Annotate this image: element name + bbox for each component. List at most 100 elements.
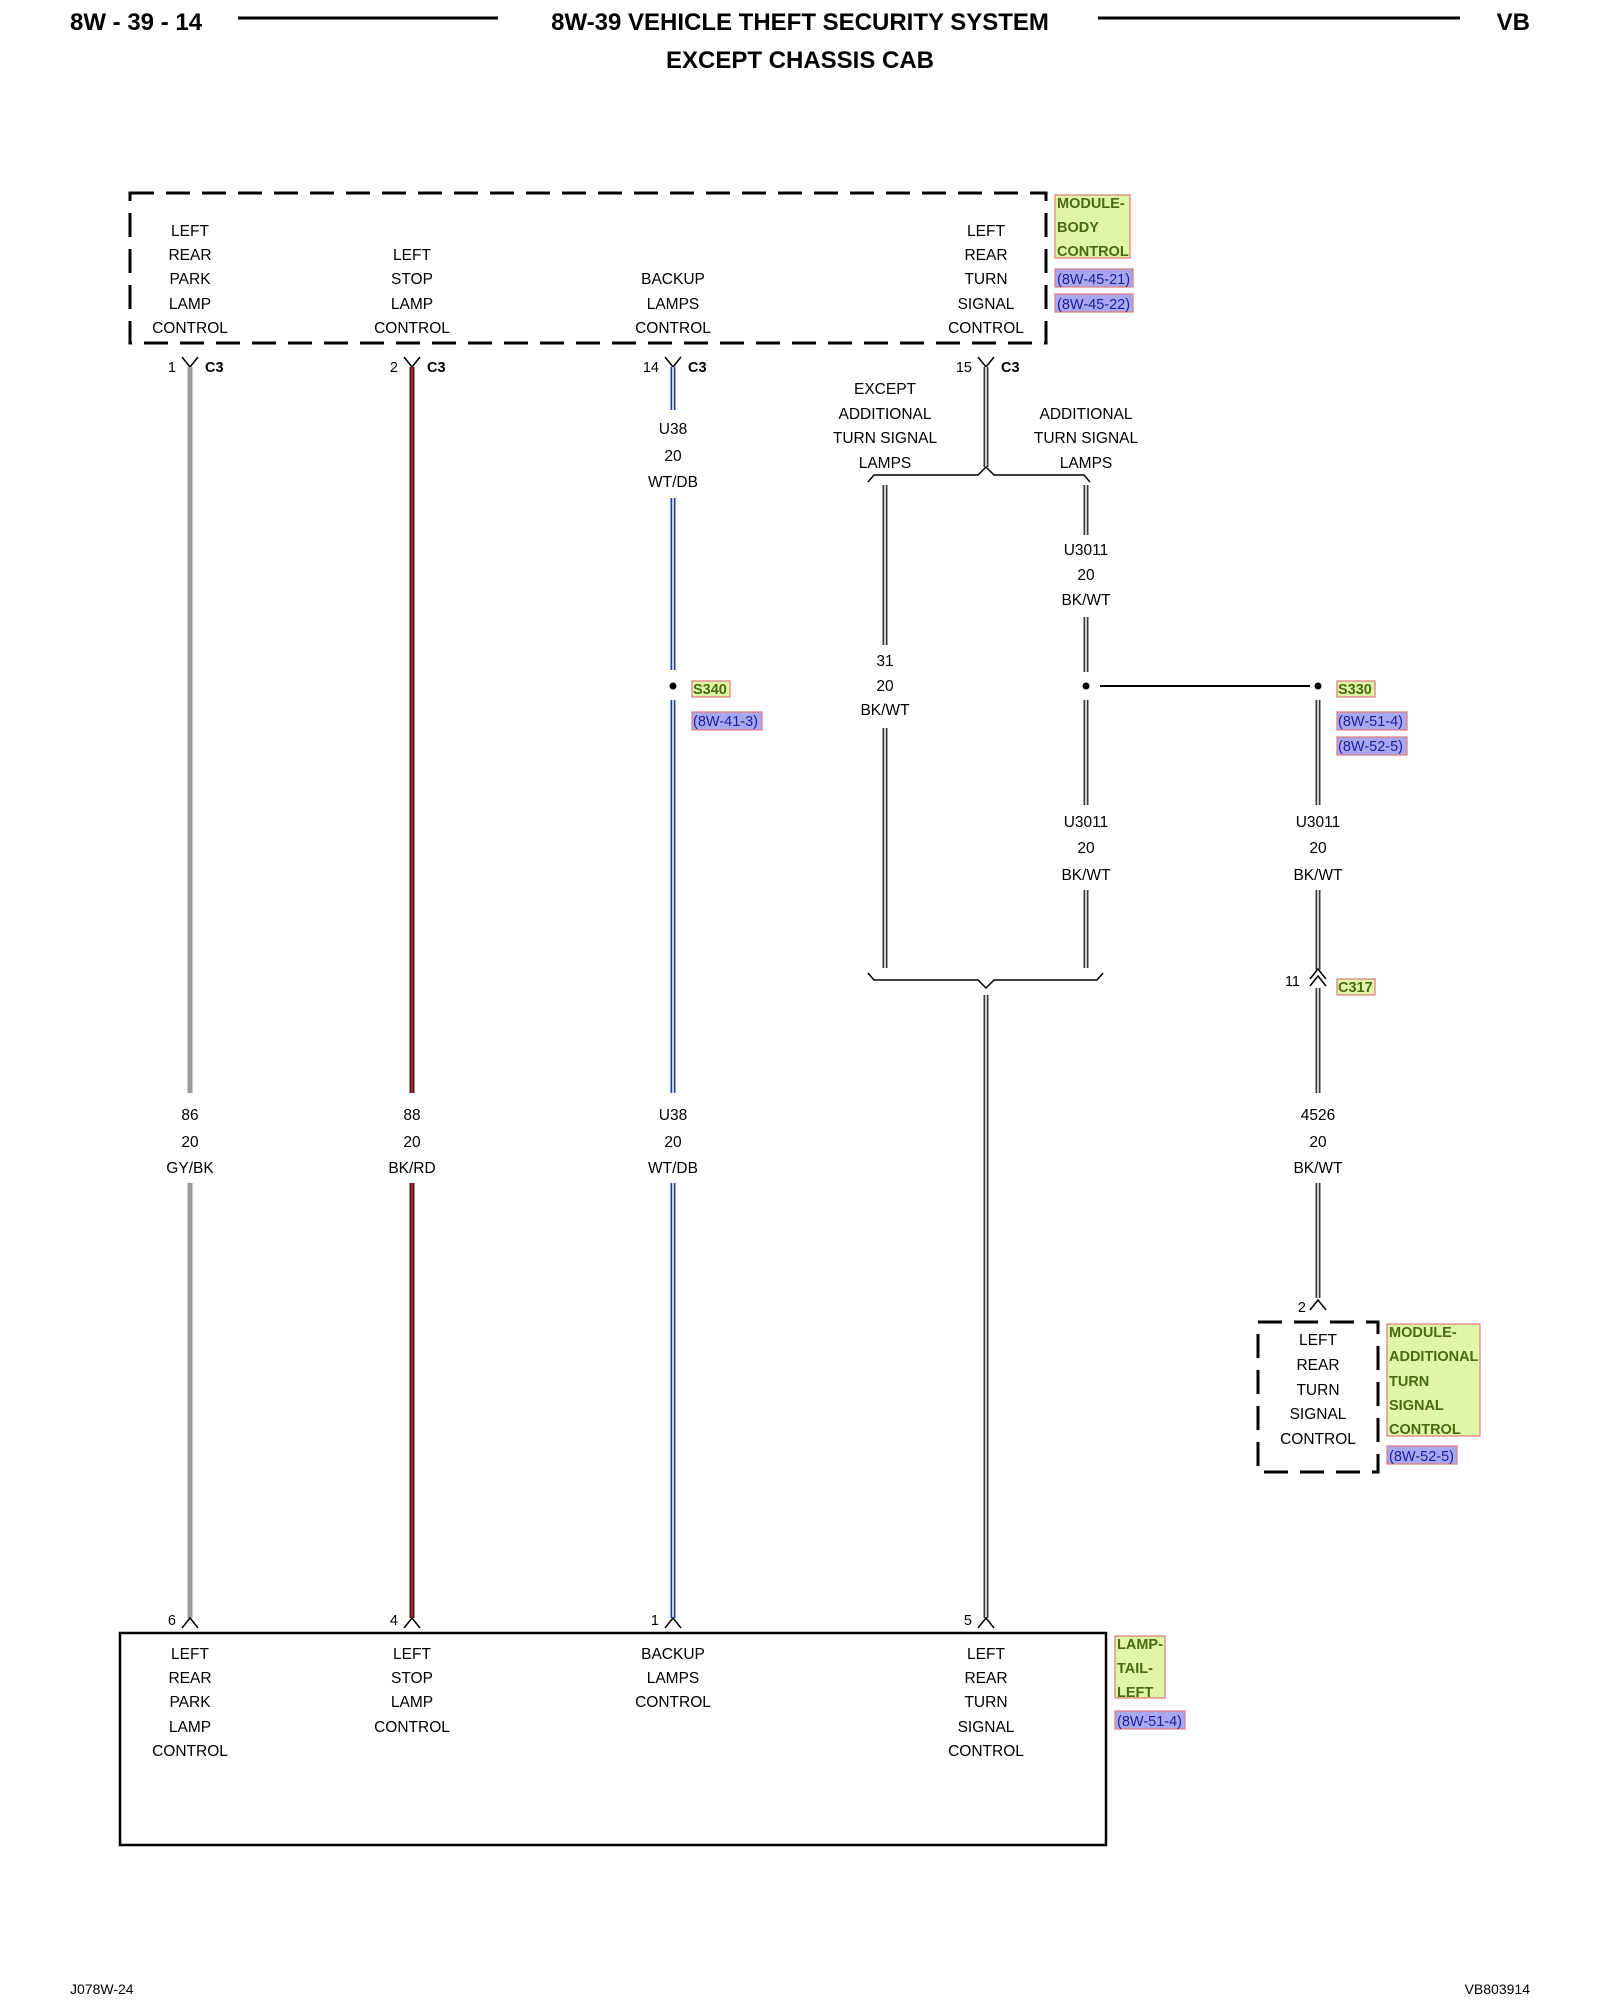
connector-c317-terminal xyxy=(1309,967,1327,980)
wire-gauge: 20 xyxy=(664,448,682,465)
bcm-connector-c3: 1 C3 2 C3 14 C3 15 C3 xyxy=(168,356,1020,376)
wire-86-gy-bk: 86 20 GY/BK xyxy=(166,367,214,1618)
pin-number: 2 xyxy=(1298,1300,1306,1316)
lamp-text: SIGNAL xyxy=(958,1719,1015,1736)
pin-number: 14 xyxy=(643,360,659,376)
lamp-text: LEFT xyxy=(393,1646,431,1663)
module-tag-text: ADDITIONAL xyxy=(1389,1349,1479,1365)
lamp-function-turn: LEFT REAR TURN SIGNAL CONTROL xyxy=(948,1646,1024,1760)
turn-signal-module-tag[interactable]: MODULE- ADDITIONAL TURN SIGNAL CONTROL xyxy=(1386,1323,1481,1438)
splice-s340-ref[interactable]: (8W-41-3) xyxy=(691,711,763,731)
splice-ref-text: (8W-51-4) xyxy=(1338,714,1403,730)
bcm-ref-text: (8W-45-21) xyxy=(1057,272,1130,288)
splice-tag-bg xyxy=(1336,680,1376,698)
splice-s330-ref-1[interactable]: (8W-51-4) xyxy=(1336,711,1408,731)
variant-additional-label: ADDITIONAL TURN SIGNAL LAMPS xyxy=(1034,406,1139,472)
pin-terminal-6 xyxy=(181,1616,199,1629)
circuit-number: U3011 xyxy=(1064,542,1109,559)
bcm-ref-bg xyxy=(1054,293,1134,313)
connector-name: C3 xyxy=(427,360,446,376)
circuit-number: U38 xyxy=(659,1107,687,1124)
page-code: VB xyxy=(1497,9,1530,36)
bcm-function-stop: LEFT STOP LAMP CONTROL xyxy=(374,247,450,337)
circuit-number: 86 xyxy=(181,1107,198,1124)
splice-s330-tag[interactable]: S330 xyxy=(1336,680,1376,698)
splice-s340-tag[interactable]: S340 xyxy=(691,680,731,698)
bcm-ref-text: (8W-45-22) xyxy=(1057,297,1130,313)
bcm-tag-text: CONTROL xyxy=(1057,244,1129,260)
bcm-ref-link-1[interactable]: (8W-45-21) xyxy=(1054,268,1134,288)
splice-ref-text: (8W-52-5) xyxy=(1338,739,1403,755)
wire-color: GY/BK xyxy=(166,1160,214,1177)
tail-lamp-ref[interactable]: (8W-51-4) xyxy=(1114,1710,1186,1730)
lamp-text: LEFT xyxy=(967,1646,1005,1663)
bcm-text: LAMP xyxy=(169,296,211,313)
wire-gauge: 20 xyxy=(1309,840,1327,857)
bcm-text: CONTROL xyxy=(635,320,711,337)
splice-ref-text: (8W-41-3) xyxy=(693,714,758,730)
lamp-tag-bg xyxy=(1114,1635,1166,1699)
connector-c317-tag[interactable]: C317 xyxy=(1336,978,1376,996)
pin-number: 1 xyxy=(168,360,176,376)
splice-dot-s330-right xyxy=(1314,682,1322,690)
connector-name: C3 xyxy=(1001,360,1020,376)
splice-dot-s340 xyxy=(669,682,677,690)
bcm-text: SIGNAL xyxy=(958,296,1015,313)
bcm-text: LAMP xyxy=(391,296,433,313)
lamp-ref-bg xyxy=(1114,1710,1186,1730)
bcm-text: REAR xyxy=(168,247,211,264)
pin-terminal-2 xyxy=(1309,1298,1327,1311)
wire-color: BK/WT xyxy=(860,702,910,719)
module-tag-text: TURN xyxy=(1389,1374,1429,1390)
turn-signal-module-ref[interactable]: (8W-52-5) xyxy=(1386,1445,1458,1465)
bcm-tag-text: MODULE- xyxy=(1057,196,1125,212)
bcm-text: CONTROL xyxy=(152,320,228,337)
wire-gauge: 20 xyxy=(876,678,894,695)
connector-name: C3 xyxy=(205,360,224,376)
module-tag-text: CONTROL xyxy=(1389,1422,1461,1438)
module-text: TURN xyxy=(1296,1382,1339,1399)
wire-color: BK/WT xyxy=(1061,592,1111,609)
pin-terminal-1 xyxy=(664,1616,682,1629)
bcm-text: LAMPS xyxy=(647,296,700,313)
bcm-text: PARK xyxy=(169,271,211,288)
bcm-text: TURN xyxy=(964,271,1007,288)
wire-u38-wt-db: U38 20 WT/DB U38 20 WT/DB S340 (8W-41-3) xyxy=(648,367,763,1618)
pin-number: 5 xyxy=(964,1613,972,1629)
page-title: 8W-39 VEHICLE THEFT SECURITY SYSTEM xyxy=(551,9,1049,36)
splice-name: S330 xyxy=(1338,682,1372,698)
bcm-component-tag[interactable]: MODULE- BODY CONTROL xyxy=(1054,194,1131,260)
turn-signal-module-box xyxy=(1256,1320,1380,1474)
variant-text: ADDITIONAL xyxy=(838,406,931,423)
bcm-text: LEFT xyxy=(393,247,431,264)
variant-text: LAMPS xyxy=(859,455,912,472)
circuit-number: U38 xyxy=(659,421,687,438)
tail-lamp-left: 6 4 1 5 LEFT REAR PARK LAMP CONTROL LEFT… xyxy=(118,1613,1186,1847)
lamp-tag-text: TAIL- xyxy=(1117,1661,1153,1677)
body-control-module-box xyxy=(128,191,1048,345)
wire-88-bk-rd: 88 20 BK/RD xyxy=(388,367,436,1618)
lamp-function-stop: LEFT STOP LAMP CONTROL xyxy=(374,1646,450,1736)
circuit-number: 31 xyxy=(876,653,893,670)
tail-lamp-tag[interactable]: LAMP- TAIL- LEFT xyxy=(1114,1635,1166,1701)
connector-tag-bg xyxy=(1336,978,1376,996)
footer-right-code: VB803914 xyxy=(1465,1981,1531,1997)
bcm-text: BACKUP xyxy=(641,271,705,288)
pin-number: 4 xyxy=(390,1613,398,1629)
lamp-tag-text: LAMP- xyxy=(1117,1637,1163,1653)
variant-text: TURN SIGNAL xyxy=(1034,430,1139,447)
bcm-text: REAR xyxy=(964,247,1007,264)
bcm-tag-bg xyxy=(1054,194,1131,259)
lamp-text: PARK xyxy=(169,1694,211,1711)
splice-s330-ref-2[interactable]: (8W-52-5) xyxy=(1336,736,1408,756)
module-tag-text: SIGNAL xyxy=(1389,1398,1444,1414)
body-control-module: LEFT REAR PARK LAMP CONTROL LEFT STOP LA… xyxy=(128,191,1134,345)
variant-split-bracket xyxy=(867,465,1091,483)
pin-terminal-5 xyxy=(977,1616,995,1629)
variant-text: TURN SIGNAL xyxy=(833,430,938,447)
bcm-text: LEFT xyxy=(171,223,209,240)
connector-name: C3 xyxy=(688,360,707,376)
module-text: REAR xyxy=(1296,1357,1339,1374)
wire-color: BK/WT xyxy=(1293,867,1343,884)
bcm-ref-link-2[interactable]: (8W-45-22) xyxy=(1054,293,1134,313)
